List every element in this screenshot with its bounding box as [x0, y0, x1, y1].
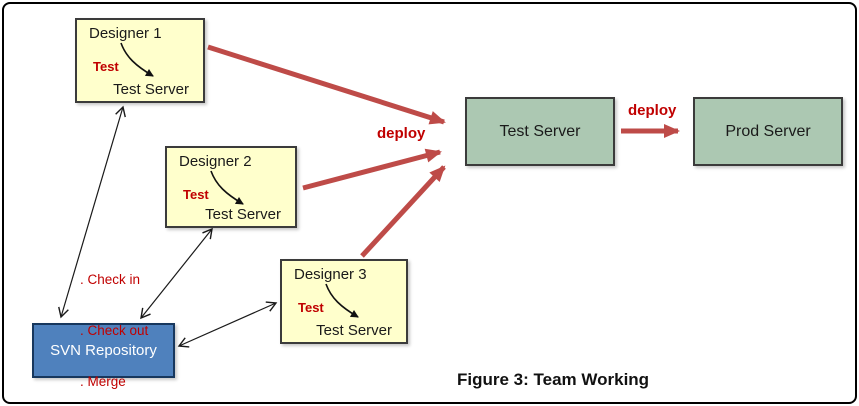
designer-1-test-server-label: Test Server [113, 81, 189, 98]
test-curve-arrow [120, 42, 154, 77]
test-server-box: Test Server [465, 97, 615, 166]
designer-2-test-label: Test [183, 187, 209, 202]
designer-2-box: Designer 2 Test Test Server [165, 146, 297, 228]
arrow-designer2-svn [140, 227, 213, 320]
test-curve-arrow [325, 283, 359, 318]
designer-1-title: Designer 1 [89, 25, 162, 42]
figure-caption: Figure 3: Team Working [457, 370, 650, 389]
designer-3-test-server-label: Test Server [316, 322, 392, 339]
designer-2-test-server-label: Test Server [205, 206, 281, 223]
svn-repository-label: SVN Repository [50, 342, 157, 359]
test-server-label: Test Server [499, 122, 581, 140]
arrow-deploy-designer3 [360, 165, 446, 258]
designer-1-test-label: Test [93, 59, 119, 74]
svn-action-merge: . Merge [80, 374, 126, 389]
designer-3-test-label: Test [298, 300, 324, 315]
svn-repository-box: SVN Repository [32, 323, 175, 378]
deploy-label-main: deploy [377, 125, 426, 142]
svn-actions-list: . Check in . Check out . Merge [80, 237, 148, 406]
designer-3-box: Designer 3 Test Test Server [280, 259, 408, 344]
deploy-label-prod: deploy [628, 102, 677, 119]
arrow-designer3-svn [177, 301, 278, 348]
arrow-deploy-designer2 [302, 148, 442, 191]
prod-server-box: Prod Server [693, 97, 843, 166]
designer-1-box: Designer 1 Test Test Server [75, 18, 205, 103]
svn-action-check-out: . Check out [80, 323, 149, 338]
prod-server-label: Prod Server [725, 122, 811, 140]
designer-3-title: Designer 3 [294, 266, 367, 283]
arrow-deploy-designer1 [207, 44, 446, 125]
designer-2-title: Designer 2 [179, 153, 252, 170]
svn-action-check-in: . Check in [80, 272, 141, 287]
test-curve-arrow [210, 170, 244, 205]
